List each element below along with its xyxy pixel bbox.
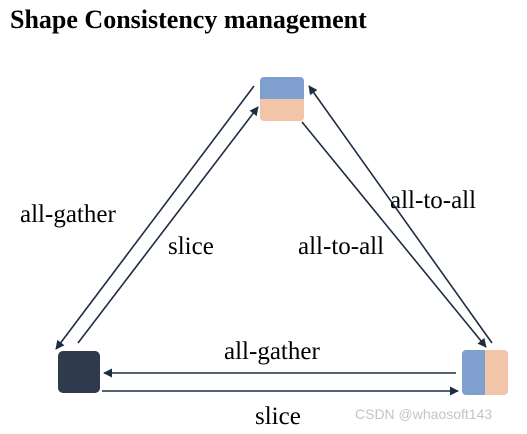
label-left-slice: slice [168,233,214,260]
bottom-left-node-full [58,351,100,393]
top-node-split-rows [260,77,304,121]
label-right-inner-all-to-all: all-to-all [298,233,384,260]
watermark: CSDN @whaosoft143 [355,406,493,422]
arrow-top-to-left-all-gather [55,85,255,350]
label-left-all-gather: all-gather [20,201,116,228]
label-bottom-slice: slice [255,403,301,430]
diagram-title: Shape Consistency management [10,5,367,34]
arrow-top-to-right-all-to-all [301,121,487,348]
label-right-outer-all-to-all: all-to-all [390,187,476,214]
bottom-right-node-split-columns [462,350,508,395]
arrow-left-to-top-slice [77,106,259,344]
label-bottom-all-gather: all-gather [224,338,320,365]
arrow-right-to-top-all-to-all [308,85,493,344]
